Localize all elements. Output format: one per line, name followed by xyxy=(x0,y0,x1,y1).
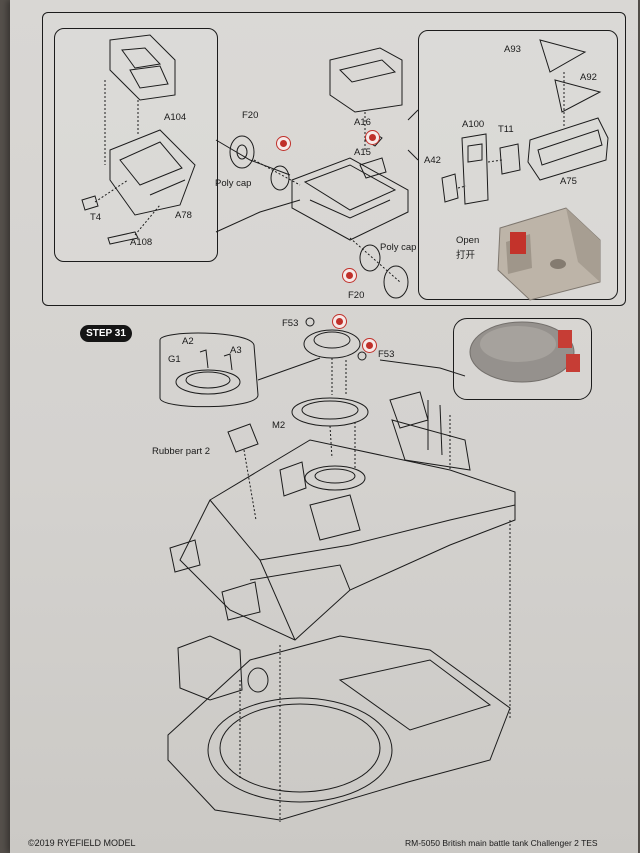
label-open-cn: 打开 xyxy=(456,250,476,261)
footer-copyright: ©2019 RYEFIELD MODEL xyxy=(28,838,136,848)
part-a42-drawing xyxy=(441,173,459,203)
label-a42: A42 xyxy=(424,155,441,166)
part-a92-drawing xyxy=(554,79,602,113)
label-t4: T4 xyxy=(90,212,102,223)
open-hatch-photo xyxy=(497,207,601,301)
warning-remove-icon xyxy=(365,130,380,145)
turret-ring-opening-drawing xyxy=(207,697,393,803)
part-a100-drawing xyxy=(461,133,489,205)
label-f53-left: F53 xyxy=(282,318,299,329)
label-a3: A3 xyxy=(230,345,242,356)
label-a108: A108 xyxy=(130,237,153,248)
part-t4-drawing xyxy=(81,195,99,211)
inset-detail-frame xyxy=(159,332,259,408)
warning-remove-icon xyxy=(362,338,377,353)
label-a16: A16 xyxy=(354,117,371,128)
part-t11-drawing xyxy=(499,143,521,175)
label-a104: A104 xyxy=(164,112,187,123)
instruction-page: A104 A78 T4 A108 F20 Poly cap A16 A15 Po… xyxy=(10,0,638,853)
part-g1-ring-drawing xyxy=(175,369,241,395)
part-a104-drawing xyxy=(109,34,176,101)
label-poly-cap-right: Poly cap xyxy=(380,242,417,253)
assembly-line-art xyxy=(81,34,609,822)
label-f20-bottom: F20 xyxy=(348,290,365,301)
label-f20-top: F20 xyxy=(242,110,259,121)
part-a93-drawing xyxy=(539,39,587,73)
label-a100: A100 xyxy=(462,119,485,130)
center-hull-section-drawing xyxy=(291,157,409,241)
label-a15: A15 xyxy=(354,147,371,158)
label-m2: M2 xyxy=(272,420,286,431)
label-a78: A78 xyxy=(175,210,192,221)
label-f53-right: F53 xyxy=(378,349,395,360)
part-a108-drawing xyxy=(107,231,139,245)
part-a75-drawing xyxy=(527,117,609,181)
warning-remove-icon xyxy=(276,136,291,151)
label-open: Open xyxy=(456,235,480,246)
part-a16-upper-hull-drawing xyxy=(329,47,403,113)
turret-body-drawing xyxy=(179,439,516,641)
upper-left-detail-box xyxy=(54,28,218,262)
label-a75: A75 xyxy=(560,176,577,187)
commander-hatch-drawing xyxy=(303,329,361,359)
label-a93: A93 xyxy=(504,44,521,55)
label-g1: G1 xyxy=(168,354,181,365)
poly-cap-upper-drawing xyxy=(229,135,255,169)
label-a2: A2 xyxy=(182,336,194,347)
part-a78-drawing xyxy=(109,129,196,216)
footer-title: RM-5050 British main battle tank Challen… xyxy=(405,838,598,848)
lower-photo-frame xyxy=(453,318,592,400)
poly-cap-lower-drawing xyxy=(359,244,381,272)
closed-hatch-photo xyxy=(469,321,580,383)
f20-upper-drawing xyxy=(270,165,290,191)
label-rubber-part-2: Rubber part 2 xyxy=(152,446,211,457)
f20-lower-drawing xyxy=(383,265,409,299)
warning-remove-icon xyxy=(332,314,347,329)
warning-remove-icon xyxy=(342,268,357,283)
rubber-part-2-drawing xyxy=(227,423,259,453)
label-a92: A92 xyxy=(580,72,597,83)
lower-hull-drawing xyxy=(167,635,511,821)
label-t11: T11 xyxy=(498,124,514,135)
part-m2-ring-drawing xyxy=(291,397,369,427)
label-poly-cap-left: Poly cap xyxy=(215,178,252,189)
step-number-badge: STEP 31 xyxy=(80,325,132,342)
